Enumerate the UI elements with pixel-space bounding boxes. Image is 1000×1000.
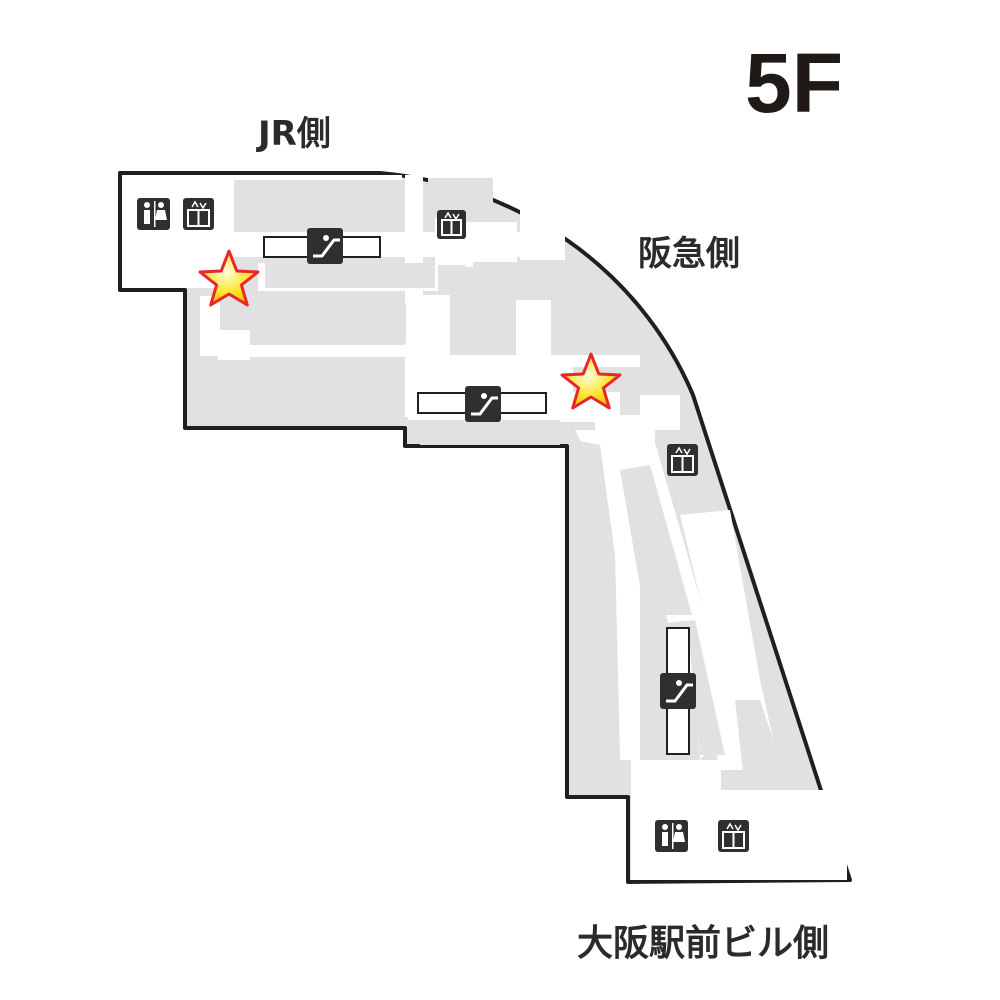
escalator-top bbox=[263, 228, 381, 264]
elevator-icon-bottom bbox=[718, 820, 749, 852]
elevator-icon-top-middle bbox=[437, 210, 466, 239]
escalator-icon bbox=[313, 238, 340, 258]
star-marker-icon bbox=[198, 249, 260, 307]
elevator-icon-top-left bbox=[183, 198, 214, 230]
escalator-icon bbox=[471, 396, 498, 416]
direction-label-jr: JR側 bbox=[256, 114, 331, 154]
floor-label: 5F bbox=[745, 36, 843, 130]
direction-label-hankyu: 阪急側 bbox=[638, 234, 740, 274]
restroom-icon-bottom bbox=[655, 820, 688, 852]
escalator-icon bbox=[666, 683, 693, 703]
restroom-icon-top bbox=[137, 198, 170, 230]
star-marker-icon bbox=[560, 352, 622, 410]
shop-blocks bbox=[235, 178, 790, 790]
escalator-bottom bbox=[660, 627, 696, 755]
direction-label-ekimae: 大阪駅前ビル側 bbox=[577, 923, 829, 964]
elevator-icon-right bbox=[667, 444, 698, 476]
escalator-middle bbox=[417, 386, 547, 422]
